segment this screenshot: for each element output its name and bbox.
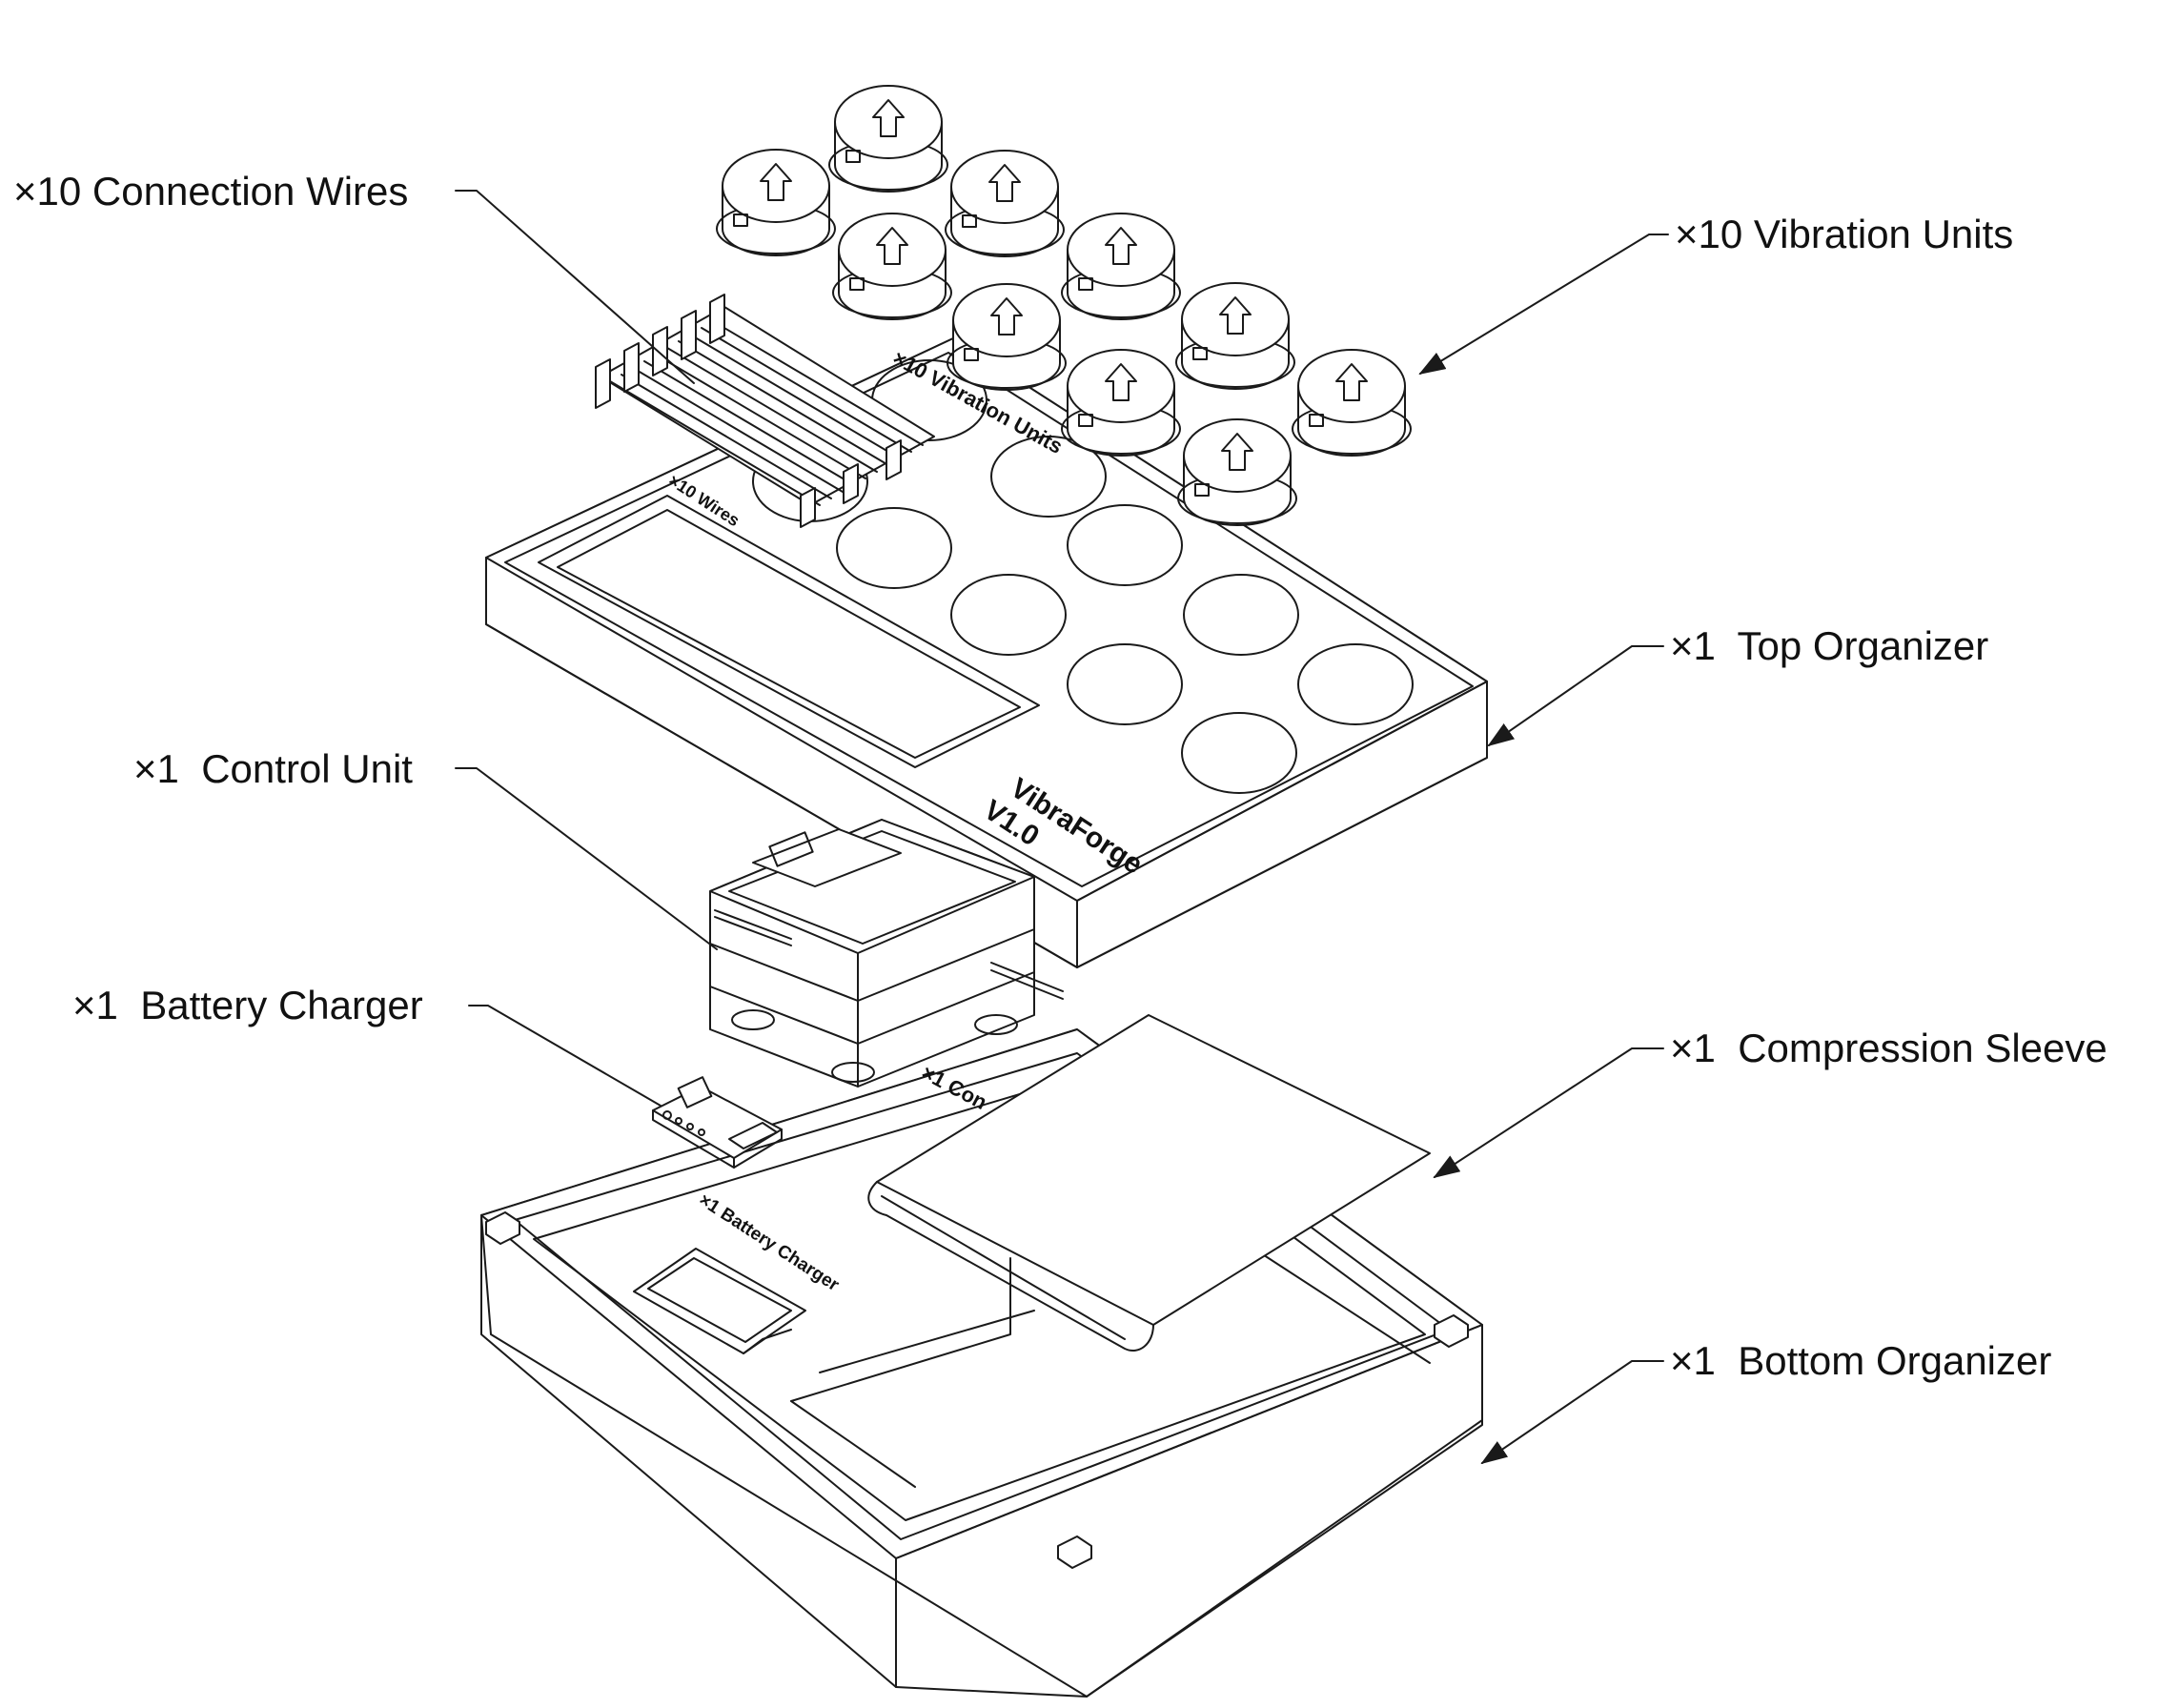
- battery-charger: [652, 1076, 783, 1169]
- leader-battery-charger: [468, 1005, 662, 1107]
- label-battery-charger: ×1 Battery Charger: [72, 983, 423, 1027]
- connection-wires: [595, 294, 935, 528]
- vibration-unit: [832, 213, 952, 320]
- leader-bottom-organizer: [1480, 1360, 1664, 1465]
- vibration-units: [716, 85, 1412, 526]
- vibration-unit: [716, 149, 836, 256]
- leader-control-unit: [455, 767, 718, 950]
- compression-sleeve: [867, 1014, 1431, 1352]
- leader-lines: [455, 190, 1669, 1465]
- vibration-unit: [1292, 349, 1412, 457]
- vibration-unit: [1175, 282, 1295, 390]
- label-compression-sleeve: ×1 Compression Sleeve: [1670, 1026, 2107, 1070]
- leader-compression-sleeve: [1433, 1047, 1664, 1179]
- vibration-unit: [945, 150, 1065, 257]
- vibration-unit: [1061, 349, 1181, 457]
- label-control-unit: ×1 Control Unit: [133, 746, 413, 791]
- vibration-unit: [947, 283, 1067, 391]
- label-vibration-units: ×10 Vibration Units: [1675, 212, 2014, 256]
- top-organizer: ×10 Vibration Units ×10 Wires VibraForge…: [485, 337, 1488, 968]
- vibration-unit: [1061, 213, 1181, 320]
- vibration-unit: [1177, 418, 1297, 526]
- label-bottom-organizer: ×1 Bottom Organizer: [1670, 1338, 2052, 1383]
- leader-connection-wires: [455, 190, 695, 384]
- vibration-unit: [828, 85, 948, 193]
- leader-vibration-units: [1418, 234, 1669, 376]
- control-unit: [709, 819, 1064, 1088]
- label-connection-wires: ×10 Connection Wires: [13, 169, 409, 214]
- socket-grid: [752, 359, 1414, 794]
- label-top-organizer: ×1 Top Organizer: [1670, 623, 1989, 668]
- leader-top-organizer: [1487, 645, 1664, 747]
